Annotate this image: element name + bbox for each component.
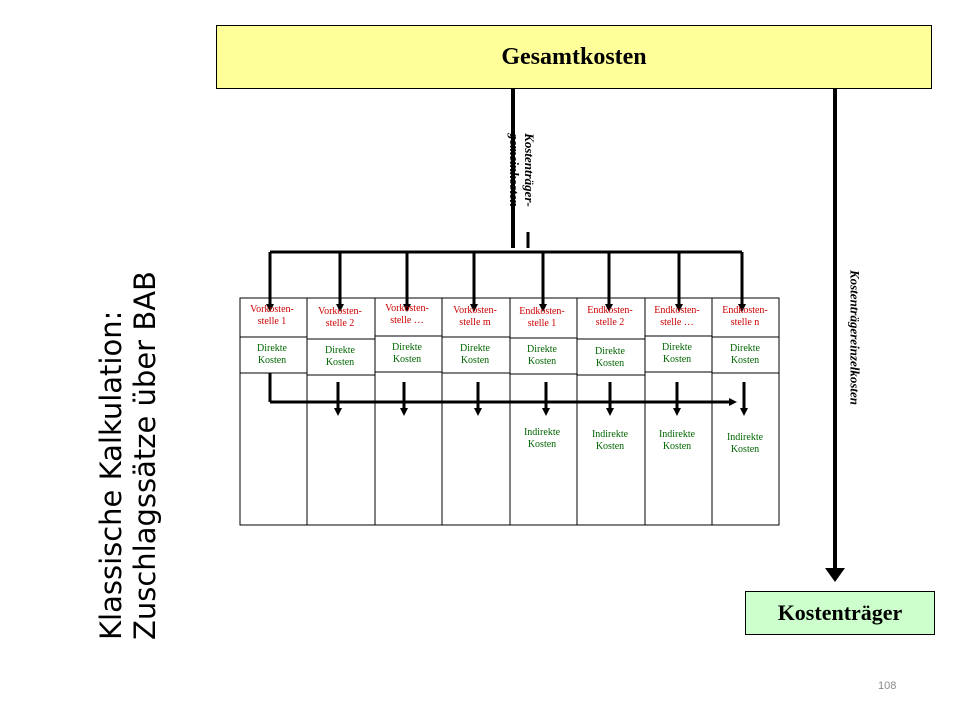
gesamtkosten-label: Gesamtkosten (501, 43, 647, 70)
column-header-3: Vorkosten-stelle … (385, 303, 429, 326)
direct-cost-boxes (239, 335, 780, 376)
column-header-2: Vorkosten-stelle 2 (318, 306, 362, 329)
umlage-arrows (334, 382, 748, 416)
distribution-arrows (266, 252, 746, 312)
column-header-5: Endkosten-stelle 1 (519, 306, 565, 329)
einzelkosten-arrowhead (825, 568, 845, 582)
column-header-7: Endkosten-stelle … (654, 305, 700, 328)
bab-table-dividers (306, 298, 713, 525)
column-header-1: Vorkosten-stelle 1 (250, 304, 294, 327)
kostentraeger-box: Kostenträger (745, 591, 935, 635)
column-header-8: Endkosten-stelle n (722, 305, 768, 328)
kostentraeger-label: Kostenträger (777, 600, 903, 625)
column-header-4: Vorkosten-stelle m (453, 305, 497, 328)
gesamtkosten-box: Gesamtkosten (216, 25, 932, 89)
column-header-6: Endkosten-stelle 2 (587, 305, 633, 328)
page-number: 108 (878, 680, 897, 692)
